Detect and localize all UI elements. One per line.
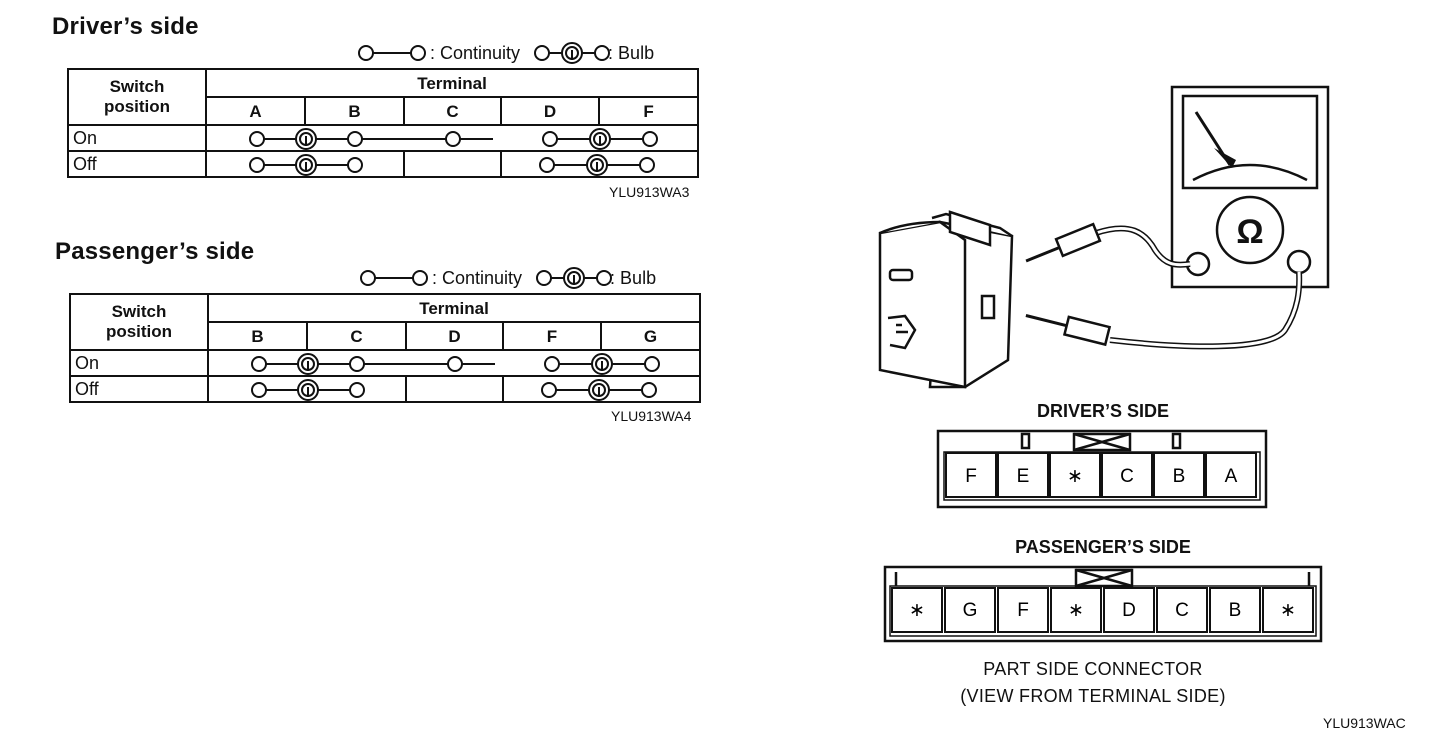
connector-caption: PART SIDE CONNECTOR (VIEW FROM TERMINAL … [923,656,1263,710]
figure-code: YLU913WAC [1323,715,1406,731]
header-switch-text: Switch [109,77,165,96]
caption-line-2: (VIEW FROM TERMINAL SIDE) [960,686,1226,706]
passenger-pin-label: F [1017,600,1029,621]
driver-pin-label: F [965,466,977,487]
driver-pin-label: B [1173,466,1186,487]
continuity-lines-off-left [251,379,365,401]
off-row-continuity-d [405,375,504,403]
drivers-continuity-table: Switch position Terminal A B C D F On [67,68,700,178]
continuity-symbol-icon [358,45,426,61]
continuity-symbol-icon [360,270,428,286]
drivers-side-title: Driver’s side [52,13,199,40]
passenger-connector-pins: ∗ G F ∗ D C B ∗ [891,587,1314,633]
continuity-lines-off-right [541,379,657,401]
switch-position-header: Switch position [69,293,209,351]
passenger-connector-title: PASSENGER’S SIDE [1015,537,1191,557]
terminal-header: Terminal [204,68,700,98]
header-position-text: position [105,322,173,341]
row-label-off: Off [67,150,207,178]
terminal-label: D [405,321,504,351]
off-row-continuity-ab [205,150,405,178]
passengers-figure-code: YLU913WA4 [611,408,692,424]
legend-bulb-label: : Bulb [608,42,655,63]
passenger-pin-label: C [1175,600,1189,621]
legend-bulb-label: : Bulb [610,267,657,288]
row-label-on: On [67,124,207,152]
bulb-symbol-icon [534,42,611,64]
terminal-label: B [304,96,405,126]
off-row-continuity-fg [501,375,702,403]
off-row-continuity-bc [207,375,407,403]
legend-continuity-label: : Continuity [432,267,523,288]
switch-position-header: Switch position [67,68,207,126]
driver-connector-pins: F E ∗ C B A [945,452,1257,498]
passengers-continuity-table: Switch position Terminal B C D F G On [69,293,702,403]
driver-pin-label: C [1120,466,1134,487]
header-position-text: position [103,97,171,116]
caption-line-1: PART SIDE CONNECTOR [983,659,1203,679]
row-label-off: Off [69,375,209,403]
continuity-lines-off-right [539,154,655,176]
drivers-figure-code: YLU913WA3 [609,184,690,200]
terminal-label: C [403,96,502,126]
passenger-pin-label: ∗ [909,600,925,621]
ohm-symbol: Ω [1236,213,1263,251]
terminal-label: B [207,321,308,351]
legend-continuity-label: : Continuity [430,42,521,63]
on-row-continuity [206,349,702,377]
bulb-symbol-icon [536,267,613,289]
off-row-continuity-df [499,150,700,178]
terminal-label: F [597,96,700,126]
drivers-legend: : Continuity : Bulb [358,42,654,64]
passenger-pin-label: B [1229,600,1242,621]
continuity-lines-on [251,353,660,375]
driver-pin-label: ∗ [1067,466,1083,487]
passengers-side-title: Passenger’s side [55,238,255,265]
passenger-pin-label: G [963,600,978,621]
passengers-legend: : Continuity : Bulb [360,267,656,289]
row-label-on: On [69,349,209,377]
on-row-continuity [204,124,700,152]
ohmmeter-icon [1170,85,1330,289]
driver-pin-label: A [1225,466,1238,487]
continuity-lines-off-left [249,154,363,176]
passenger-pin-label: ∗ [1280,600,1296,621]
driver-pin-label: E [1017,466,1030,487]
terminal-label: D [500,96,600,126]
driver-connector-title: DRIVER’S SIDE [1036,401,1170,421]
seat-heater-switch-icon [878,210,1014,389]
terminal-label: F [502,321,602,351]
header-switch-text: Switch [111,302,167,321]
terminal-label: A [205,96,306,126]
off-row-continuity-c [403,150,502,178]
continuity-lines-on [249,128,658,150]
terminal-label: G [599,321,702,351]
test-leads [1025,222,1303,350]
terminal-label: C [306,321,407,351]
passenger-pin-label: D [1122,600,1136,621]
passenger-pin-label: ∗ [1068,600,1084,621]
terminal-header: Terminal [206,293,702,323]
